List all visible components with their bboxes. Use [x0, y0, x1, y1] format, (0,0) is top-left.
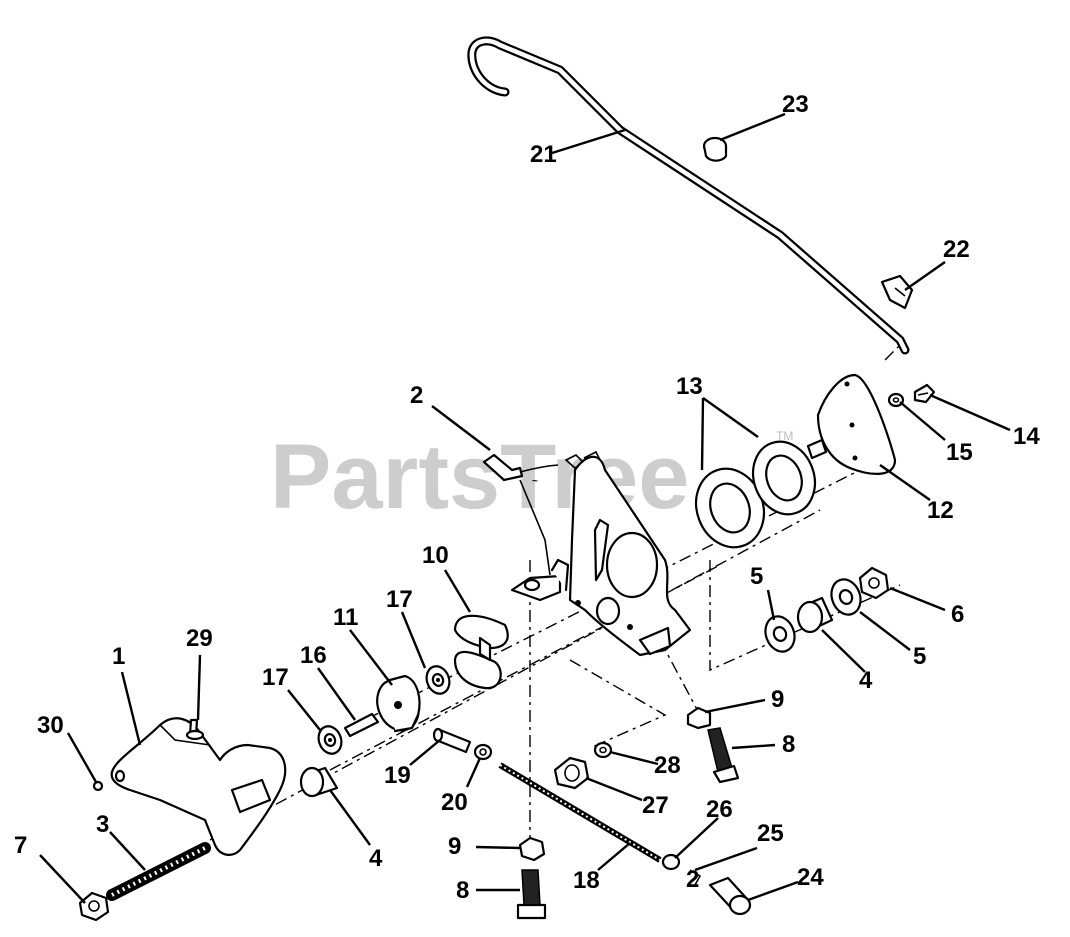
callout-4-left: 4: [369, 845, 383, 872]
callout-10: 10: [422, 542, 449, 569]
part-1-arm: [110, 717, 287, 856]
part-20-nut: [473, 743, 493, 761]
part-21-rod: [467, 36, 910, 355]
callout-5-lower: 5: [913, 643, 926, 670]
part-3-spring: [106, 842, 211, 901]
part-2-bracket-lower: [510, 479, 570, 602]
callout-5-upper: 5: [750, 563, 763, 590]
callout-1: 1: [112, 643, 125, 670]
part-26-nut: [661, 853, 681, 871]
callout-28: 28: [654, 752, 681, 779]
part-5-bearing-a: [764, 615, 796, 653]
part-24-ball-joint: [708, 876, 752, 916]
main-plate: [568, 455, 692, 657]
callout-14: 14: [1013, 423, 1040, 450]
watermark-tm: TM: [776, 429, 793, 443]
part-19-pin: [432, 727, 472, 754]
callout-25: 25: [757, 820, 784, 847]
part-6-nut: [858, 566, 890, 600]
callout-18: 18: [573, 867, 600, 894]
part-17-bearing-b: [317, 725, 343, 755]
callout-23: 23: [782, 91, 809, 118]
part-13-spacers: [695, 440, 817, 549]
callout-8-lower: 8: [456, 877, 469, 904]
part-17-bearing-a: [425, 665, 451, 695]
part-27-nut: [553, 756, 590, 790]
part-30-ring: [92, 780, 104, 792]
part-9-nut-lower: [518, 836, 546, 862]
callout-9-upper: 9: [771, 686, 784, 713]
callout-27: 27: [642, 792, 669, 819]
part-9-nut-upper: [686, 706, 712, 730]
svg-text:~: ~: [532, 476, 538, 487]
callout-13: 13: [676, 373, 703, 400]
part-10-cam: [453, 614, 509, 690]
part-25-pin: [689, 869, 702, 886]
leader-lines: [39, 112, 1011, 904]
part-23-bushing: [702, 136, 728, 162]
part-12-plate: [806, 373, 897, 475]
part-4-spacer-left: [299, 766, 339, 798]
callout-4-right: 4: [859, 667, 873, 694]
callout-6: 6: [951, 601, 964, 628]
callout-11: 11: [333, 604, 358, 631]
callout-17-upper: 17: [386, 586, 413, 613]
callout-8-upper: 8: [782, 731, 795, 758]
callout-12: 12: [927, 497, 954, 524]
part-28-washer: [593, 741, 613, 759]
part-7-nut: [78, 891, 110, 922]
part-16-pin: [343, 712, 380, 738]
part-8-bolt-upper: [707, 727, 740, 784]
part-11-pulley: [376, 674, 421, 733]
callout-17-lower: 17: [262, 664, 289, 691]
callout-labels: 21 23 22 14 15 12 13 2 10 17 11 16 17 1 …: [14, 91, 1040, 904]
callout-16: 16: [300, 642, 327, 669]
callout-22: 22: [943, 236, 970, 263]
part-18-threaded-rod: [498, 762, 662, 863]
callout-20: 20: [441, 789, 468, 816]
part-8-bolt-lower: [516, 869, 547, 920]
callout-15: 15: [946, 439, 973, 466]
part-22-clip: [880, 274, 914, 310]
callout-30: 30: [37, 712, 64, 739]
callout-7: 7: [14, 832, 27, 859]
part-5-bearing-b: [830, 578, 862, 616]
callout-9-lower: 9: [448, 833, 461, 860]
callout-26: 26: [706, 796, 733, 823]
callout-3: 3: [96, 811, 109, 838]
callout-19: 19: [384, 762, 411, 789]
part-29-pin: [185, 718, 205, 741]
part-4-spacer-right: [796, 596, 834, 634]
callout-24: 24: [797, 864, 824, 891]
callout-21: 21: [530, 141, 557, 168]
callout-2-lower: 2: [686, 866, 699, 893]
callout-29: 29: [186, 625, 213, 652]
callout-2-upper: 2: [410, 382, 423, 409]
part-14-screw: [913, 383, 936, 404]
